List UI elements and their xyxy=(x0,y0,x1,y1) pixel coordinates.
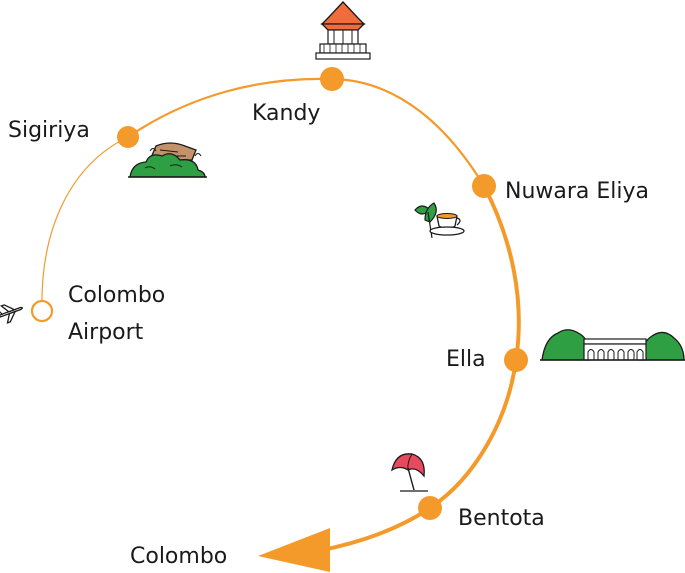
stop-label-nuwara-eliya: Nuwara Eliya xyxy=(505,179,649,204)
tea-cup-icon xyxy=(414,202,465,239)
stop-marker-nuwara-eliya[interactable] xyxy=(472,174,496,198)
airplane-icon xyxy=(0,304,23,324)
stop-label-ella: Ella xyxy=(446,347,486,372)
beach-umbrella-icon xyxy=(391,453,428,492)
arrow-head-icon xyxy=(258,528,330,572)
route-line-lower xyxy=(299,185,521,556)
stop-label-colombo: Colombo xyxy=(130,544,227,569)
stop-label-sigiriya: Sigiriya xyxy=(8,118,90,143)
nine-arch-bridge-icon xyxy=(540,329,685,361)
stop-marker-kandy[interactable] xyxy=(320,67,344,91)
stop-label-airport-line1: Colombo xyxy=(68,283,165,308)
stop-label-kandy: Kandy xyxy=(252,101,320,126)
stop-marker-airport[interactable] xyxy=(30,299,54,323)
temple-pavilion-icon xyxy=(315,1,371,60)
stop-marker-ella[interactable] xyxy=(504,348,528,372)
stop-label-bentota: Bentota xyxy=(458,506,545,531)
rock-fortress-icon xyxy=(128,142,207,178)
stop-marker-sigiriya[interactable] xyxy=(117,126,139,148)
stop-label-airport-line2: Airport xyxy=(68,320,144,345)
route-line-thin xyxy=(41,136,129,312)
stop-marker-bentota[interactable] xyxy=(418,496,442,520)
